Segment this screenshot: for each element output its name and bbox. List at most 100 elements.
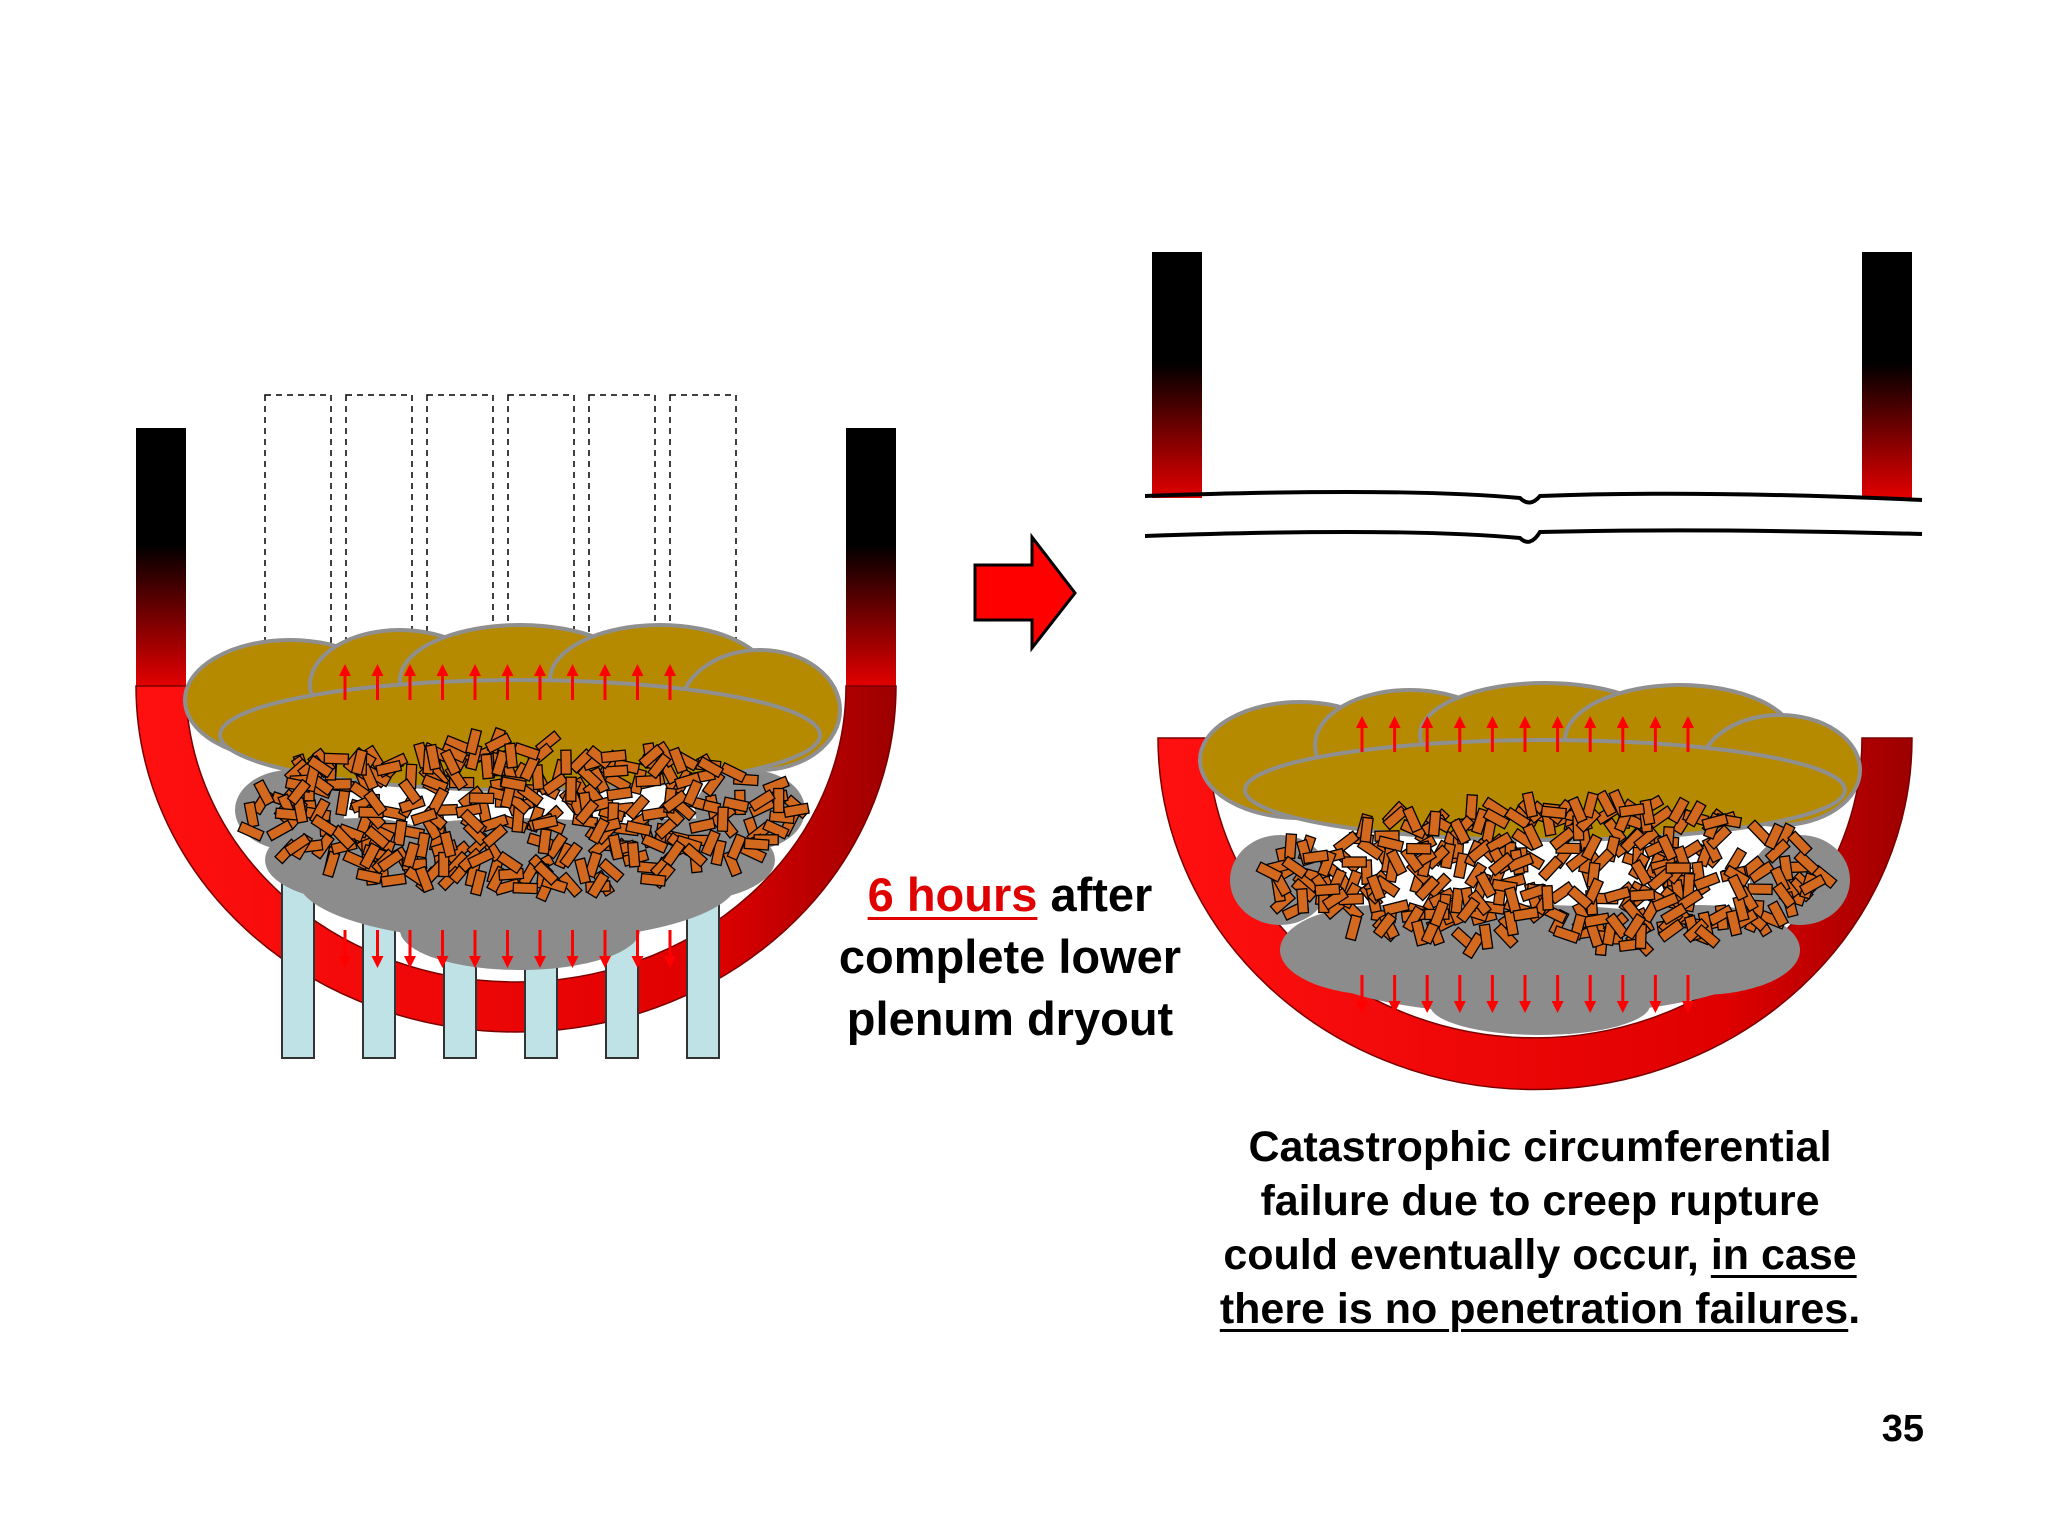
right-upper-wall-left: [1152, 252, 1202, 498]
debris-particle: [1281, 855, 1309, 880]
debris-particle: [1747, 883, 1773, 896]
caption-right-line3: could eventually occur,: [1223, 1231, 1711, 1279]
debris-particle: [1622, 912, 1647, 941]
caption-left-line2: complete lower: [838, 930, 1182, 983]
debris-particle: [1657, 918, 1685, 943]
debris-particle: [624, 793, 651, 821]
debris-particle: [586, 871, 610, 899]
debris-particle: [1385, 848, 1408, 877]
debris-particle: [1255, 861, 1284, 883]
debris-particle: [1605, 912, 1630, 940]
debris-particle: [1427, 810, 1442, 837]
debris-particle: [640, 833, 669, 855]
debris-particle: [1296, 887, 1310, 915]
debris-particle: [533, 860, 560, 886]
debris-particle: [748, 789, 776, 812]
debris-particle: [531, 814, 559, 832]
debris-particle: [1667, 796, 1690, 825]
debris-particle: [243, 801, 260, 828]
debris-particle: [1727, 873, 1749, 902]
debris-particle: [253, 778, 276, 807]
debris-particle: [1284, 833, 1298, 860]
debris-particle: [1478, 923, 1494, 951]
debris-particle: [363, 825, 391, 850]
left-downward-heat-arrows: [339, 930, 676, 968]
debris-particle: [1581, 791, 1599, 819]
debris-particle: [1694, 923, 1721, 949]
debris-particle: [1684, 799, 1707, 828]
debris-particle: [1487, 851, 1515, 877]
debris-particle: [647, 752, 672, 780]
debris-particle: [1692, 871, 1721, 892]
debris-particle: [668, 746, 688, 775]
left-debris-bed: [237, 726, 811, 903]
debris-particle: [1521, 791, 1539, 819]
debris-particle: [626, 841, 641, 868]
debris-particle: [286, 778, 312, 806]
debris-particle: [722, 796, 750, 813]
debris-particle: [662, 839, 686, 867]
debris-particle: [565, 776, 577, 802]
debris-particle: [673, 771, 702, 790]
debris-particle: [469, 869, 488, 897]
debris-particle: [1522, 822, 1544, 851]
page-number: 35: [1881, 1408, 1924, 1450]
debris-particle: [635, 774, 662, 788]
debris-particle: [1537, 855, 1564, 882]
debris-particle: [1798, 873, 1827, 896]
debris-particle: [1317, 849, 1337, 878]
debris-particle: [600, 749, 627, 764]
debris-particle: [1405, 842, 1432, 855]
caption-left-line3: plenum dryout: [846, 992, 1174, 1045]
debris-particle: [410, 807, 438, 827]
debris-particle: [306, 754, 334, 779]
debris-particle: [1456, 896, 1481, 924]
debris-particle: [1341, 856, 1367, 868]
debris-particle: [1656, 833, 1678, 862]
debris-particle: [1449, 817, 1472, 846]
debris-particle: [1359, 816, 1374, 844]
debris-particle: [638, 743, 665, 769]
debris-particle: [1633, 826, 1660, 852]
debris-particle: [722, 849, 743, 878]
debris-particle: [607, 833, 624, 861]
dryout-caption: 6 hours after complete lower plenum dryo…: [760, 864, 1260, 1050]
debris-particle: [602, 764, 629, 778]
time-highlight: 6 hours: [867, 868, 1038, 921]
debris-particle: [1462, 931, 1486, 960]
debris-particle: [681, 842, 709, 868]
debris-particle: [1793, 849, 1820, 876]
debris-particle: [574, 857, 592, 885]
rupture-gap: [1144, 489, 1923, 544]
debris-particle: [1618, 803, 1646, 818]
debris-particle: [1540, 805, 1567, 820]
debris-particle: [1549, 826, 1577, 851]
debris-particle: [1356, 837, 1384, 861]
debris-particle: [283, 832, 312, 857]
debris-particle: [1566, 885, 1594, 911]
debris-particle: [323, 752, 350, 765]
debris-particle: [588, 817, 610, 845]
debris-particle: [363, 789, 388, 817]
right-upper-wall-right: [1862, 252, 1912, 498]
debris-particle: [743, 837, 770, 851]
debris-particle: [265, 819, 294, 842]
debris-particle: [1580, 833, 1603, 862]
debris-particle: [682, 779, 704, 807]
left-wall-right: [846, 428, 896, 686]
debris-particle: [350, 748, 368, 776]
debris-particle: [500, 776, 527, 792]
debris-particle: [1660, 902, 1688, 926]
debris-particle: [1541, 884, 1554, 911]
right-downward-heat-arrows: [1356, 975, 1694, 1013]
debris-particle: [541, 772, 569, 797]
debris-particle: [1787, 830, 1813, 857]
debris-particle: [392, 819, 408, 847]
debris-particle: [560, 749, 572, 775]
caption-right-line4-end: .: [1848, 1285, 1861, 1333]
debris-particle: [719, 761, 748, 784]
debris-particle: [1595, 789, 1618, 818]
right-vessel: [1144, 252, 1923, 1091]
left-upward-heat-arrows: [339, 664, 676, 700]
